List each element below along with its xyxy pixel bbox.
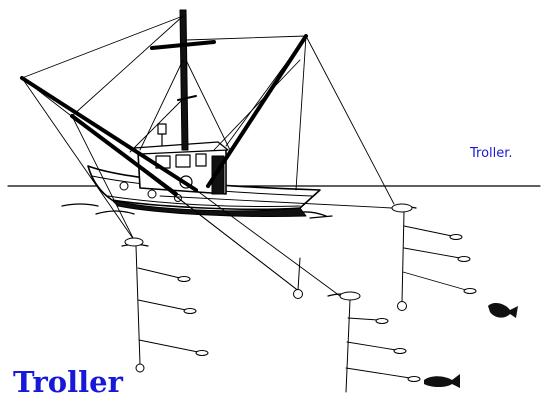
lure-leaders	[137, 225, 467, 379]
figure-title: Troller	[13, 365, 123, 399]
water-ripples	[61, 203, 417, 297]
weighted-main-lines	[135, 211, 407, 393]
trolling-poles	[20, 34, 308, 196]
fish-upper	[488, 303, 518, 318]
corner-label: Troller.	[470, 146, 513, 161]
surface-floats	[124, 203, 413, 301]
lures	[177, 234, 477, 382]
fish-lower	[424, 374, 460, 388]
mast	[150, 9, 216, 151]
rigging	[21, 15, 395, 297]
fish	[424, 303, 518, 388]
